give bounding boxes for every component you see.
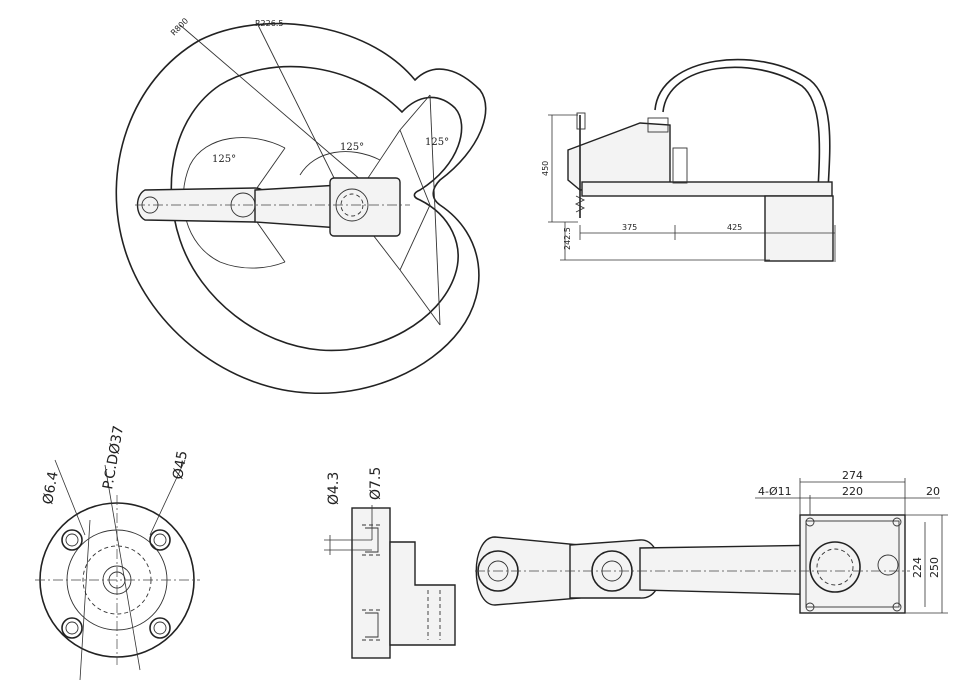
dim-242: 242.5 — [563, 227, 572, 250]
side-view: 450 242.5 375 425 — [541, 58, 836, 262]
plan-arm1 — [475, 536, 581, 606]
mount-hole-1 — [805, 517, 815, 527]
cable-outer — [654, 58, 831, 191]
mount-hole-4 — [892, 602, 902, 612]
plan-base-plate — [799, 514, 906, 614]
flange-hole-3 — [61, 617, 83, 639]
pcd-label: P.C.DØ37 — [100, 424, 127, 490]
dim-274: 274 — [842, 469, 863, 482]
dim-220: 220 — [842, 485, 863, 498]
base-side — [764, 195, 834, 262]
plan-base-motor — [809, 541, 861, 593]
outer-envelope — [115, 22, 487, 395]
base-top — [329, 177, 401, 237]
outer-dia-label: Ø45 — [170, 450, 191, 481]
radius-line-r226 — [257, 24, 346, 201]
dim-20: 20 — [926, 485, 940, 498]
angle-right-label: 125° — [425, 137, 449, 148]
dim-250: 250 — [928, 557, 941, 578]
top-view: R800 R226.5 125° 125° 125° — [115, 16, 487, 395]
mid-arc — [299, 151, 381, 176]
dia-75-label: Ø7.5 — [368, 467, 384, 500]
section-flange — [351, 507, 391, 659]
radius-line-r800 — [179, 24, 391, 206]
dim-375: 375 — [622, 223, 637, 232]
section-body — [389, 541, 456, 646]
arm1-side — [581, 181, 833, 197]
holes-label: 4-Ø11 — [758, 485, 792, 498]
angle-mid-label: 125° — [340, 142, 364, 153]
dim-425: 425 — [727, 223, 742, 232]
dim-224: 224 — [911, 557, 924, 578]
cable-inner — [662, 66, 821, 191]
r800-label: R800 — [169, 16, 190, 37]
mount-hole-2 — [892, 517, 902, 527]
section-view: Ø4.3 Ø7.5 — [324, 467, 456, 659]
flange-view: Ø6.4 P.C.DØ37 Ø45 — [35, 424, 200, 681]
flange-hole-1 — [61, 529, 83, 551]
hole-dia-label: Ø6.4 — [40, 470, 62, 506]
base-plan-view: 274 220 20 4-Ø11 224 250 — [475, 469, 948, 614]
dim-450: 450 — [541, 161, 550, 176]
r226-label: R226.5 — [255, 19, 283, 28]
flange-hole-2 — [149, 529, 171, 551]
dia-43-label: Ø4.3 — [326, 472, 342, 505]
mount-hole-3 — [805, 602, 815, 612]
flange-hole-4 — [149, 617, 171, 639]
angle-left-label: 125° — [212, 154, 236, 165]
arm-head-side — [567, 122, 671, 191]
